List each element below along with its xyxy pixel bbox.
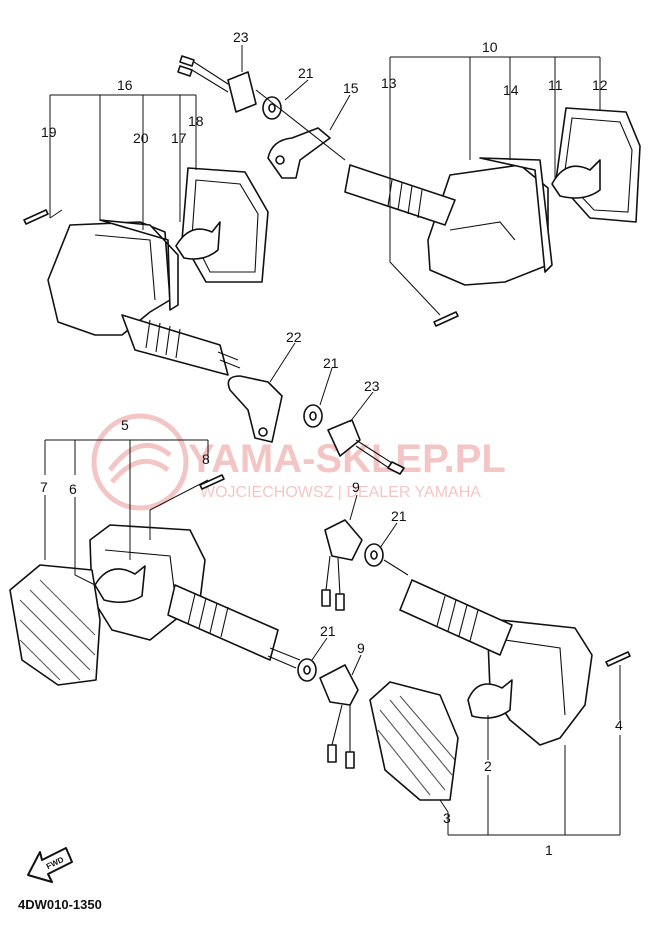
callout-18: 18 [188, 113, 204, 129]
watermark: YAMA-SKLEP.PL WOJCIECHOWSZ | DEALER YAMA… [91, 413, 506, 511]
callout-21-lower-right: 21 [391, 508, 407, 524]
callout-9-lower: 9 [357, 640, 365, 656]
callout-22: 22 [286, 329, 302, 345]
callout-20: 20 [133, 130, 149, 146]
callout-10: 10 [482, 39, 498, 55]
callout-4: 4 [615, 717, 623, 733]
rear-left-indicator [9, 474, 359, 769]
watermark-subline: WOJCIECHOWSZ | DEALER YAMAHA [200, 484, 481, 501]
callout-14: 14 [503, 82, 519, 98]
callout-2: 2 [484, 758, 492, 774]
callout-7: 7 [40, 479, 48, 495]
callout-labels: 23 21 15 10 13 14 11 12 16 19 20 17 18 2… [40, 29, 623, 858]
front-right-indicator [177, 55, 641, 327]
callout-21-lower-left: 21 [320, 623, 336, 639]
callout-19: 19 [41, 124, 57, 140]
callout-3: 3 [443, 810, 451, 826]
callout-23-upper: 23 [233, 29, 249, 45]
diagram-code: 4DW010-1350 [18, 897, 102, 912]
callout-11: 11 [548, 77, 563, 93]
callout-17: 17 [171, 130, 187, 146]
callout-1: 1 [545, 842, 553, 858]
callout-15: 15 [343, 80, 359, 96]
front-left-indicator [23, 167, 405, 475]
callout-16: 16 [117, 77, 133, 93]
watermark-logo-icon [91, 413, 189, 511]
callout-21-upper: 21 [298, 65, 314, 81]
callout-9-upper: 9 [352, 479, 360, 495]
callout-5: 5 [121, 417, 129, 433]
callout-8: 8 [202, 451, 210, 467]
callout-6: 6 [69, 481, 77, 497]
callout-23-middle: 23 [364, 378, 380, 394]
fwd-arrow-icon: FWD [27, 847, 73, 883]
callout-21-middle: 21 [323, 355, 339, 371]
leader-lines [44, 45, 621, 836]
callout-13: 13 [381, 75, 397, 91]
rear-right-indicator [321, 519, 631, 801]
callout-12: 12 [592, 77, 608, 93]
